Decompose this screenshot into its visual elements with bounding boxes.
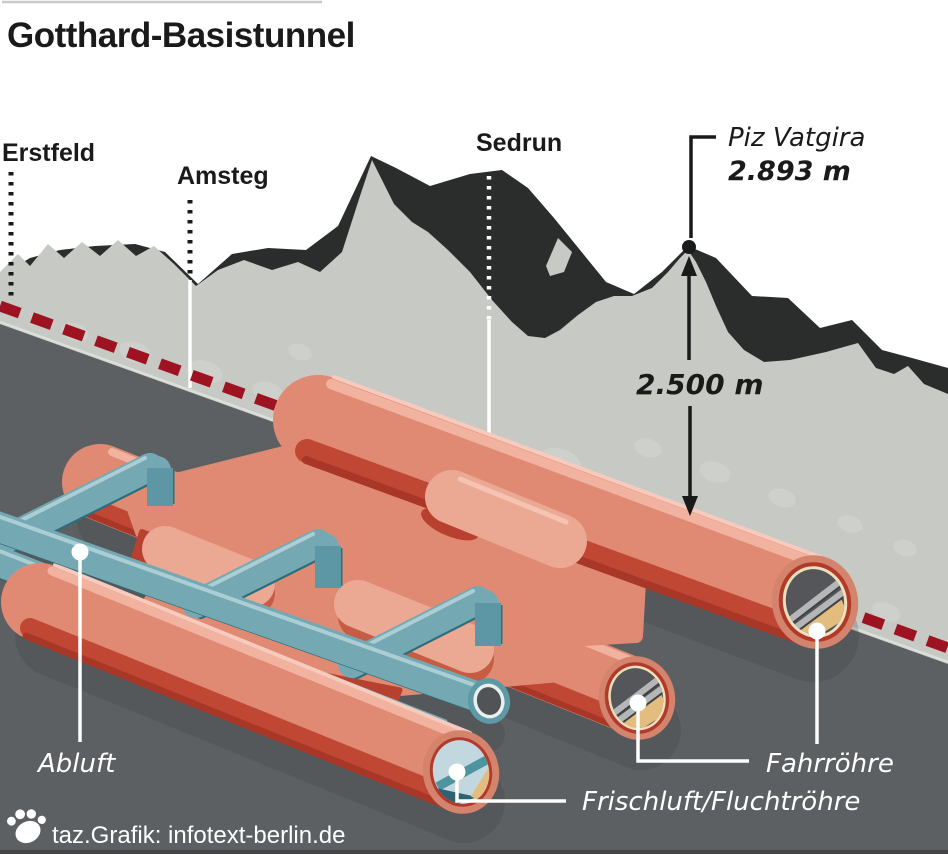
leader-dots bbox=[71, 543, 826, 781]
peak-marker-dot bbox=[682, 240, 696, 254]
exhaust-pipe-cross-section bbox=[467, 678, 511, 724]
mountain-front-peak bbox=[546, 238, 572, 276]
peak-elevation-label: 2.893 m bbox=[728, 156, 851, 187]
abluft-label: Abluft bbox=[36, 749, 116, 779]
depth-arrowhead-up bbox=[681, 256, 697, 276]
taz-paw-icon bbox=[6, 809, 46, 844]
fahrroehre-label: Fahrröhre bbox=[766, 749, 894, 779]
leader-fahrroehre-middle bbox=[636, 710, 749, 763]
credit-text: taz.Grafik: infotext-berlin.de bbox=[52, 822, 345, 849]
location-label-erstfeld: Erstfeld bbox=[2, 139, 95, 167]
depth-label: 2.500 m bbox=[636, 368, 764, 401]
location-label-sedrun: Sedrun bbox=[476, 129, 562, 157]
fresh-air-tube bbox=[1, 563, 495, 809]
peak-name-label: Piz Vatgira bbox=[728, 123, 865, 153]
peak-annotation bbox=[681, 135, 716, 516]
frischluft-label: Frischluft/Fluchtröhre bbox=[582, 787, 860, 817]
depth-arrowhead-down bbox=[682, 496, 698, 516]
vent-rail-front bbox=[0, 511, 493, 715]
access-stub-upper-tube bbox=[421, 470, 587, 568]
label-leaders bbox=[78, 556, 819, 803]
location-label-amsteg: Amsteg bbox=[177, 162, 269, 190]
bottom-border-strip bbox=[0, 850, 948, 854]
leader-frischluft bbox=[455, 780, 566, 803]
page-title: Gotthard-Basistunnel bbox=[7, 16, 355, 55]
travel-tube-upper-cross-section bbox=[771, 555, 859, 649]
